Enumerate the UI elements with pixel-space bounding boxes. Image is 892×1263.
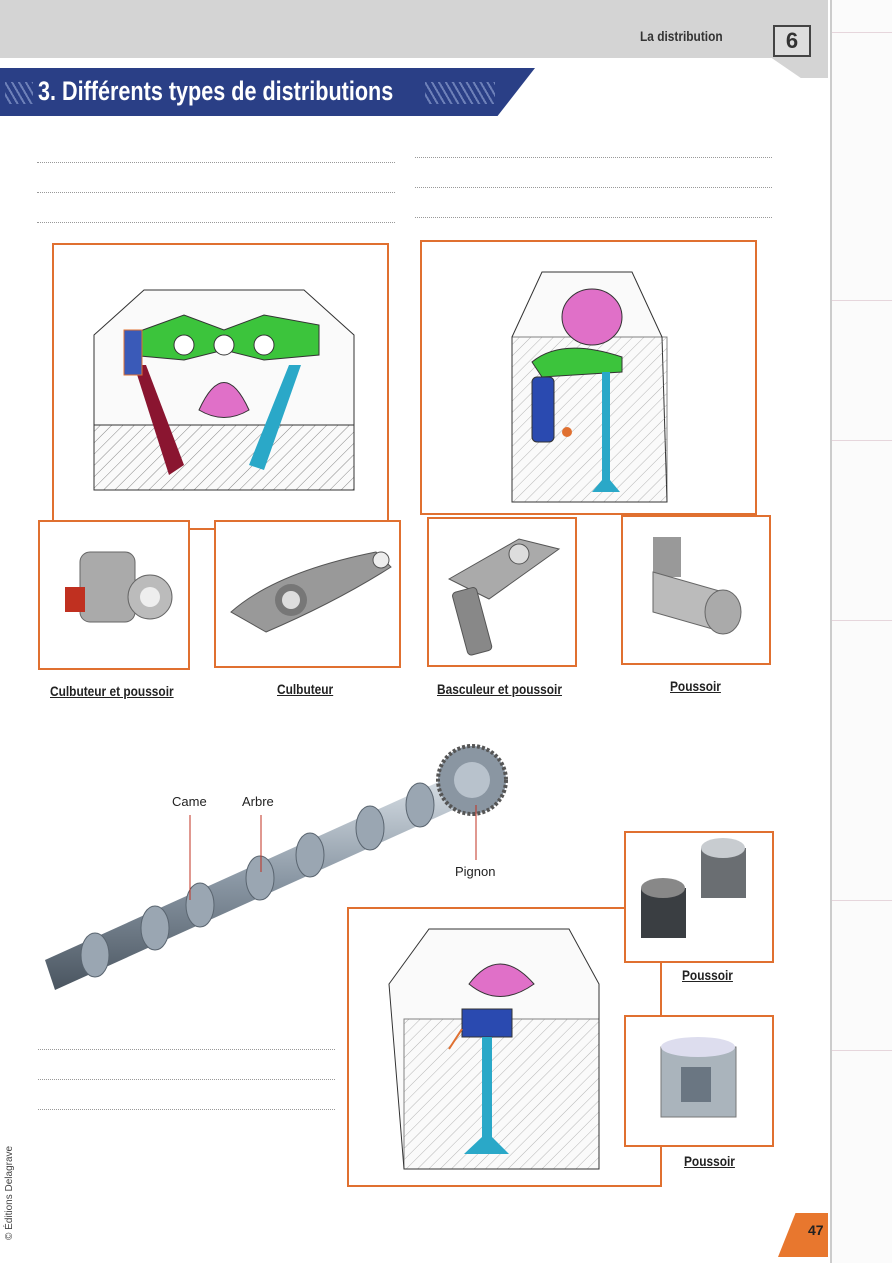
camshaft-photo bbox=[45, 744, 508, 990]
finger-follower-photo bbox=[447, 538, 561, 656]
answer-line[interactable] bbox=[37, 192, 395, 193]
direct-attack-illustration bbox=[388, 928, 600, 1170]
tappet-cutaway-photo bbox=[660, 1037, 737, 1118]
finger-follower-illustration bbox=[511, 271, 668, 503]
photo-finger-follower bbox=[427, 517, 577, 667]
answer-line[interactable] bbox=[38, 1109, 335, 1110]
answer-line[interactable] bbox=[415, 217, 772, 218]
caption-tappet-3: Poussoir bbox=[684, 1153, 735, 1169]
diagram-direct-attack bbox=[347, 907, 662, 1187]
bucket-tappet-photo bbox=[652, 537, 742, 635]
photo-tappet-buckets bbox=[624, 831, 774, 963]
banner-hatch bbox=[5, 82, 33, 104]
caption-tappet-2: Poussoir bbox=[682, 967, 733, 983]
answer-line[interactable] bbox=[37, 162, 395, 163]
tappet-buckets-photo bbox=[641, 838, 746, 938]
rocker-cylinder-head-illustration bbox=[93, 289, 355, 491]
answer-line[interactable] bbox=[415, 157, 772, 158]
caption-tappet: Poussoir bbox=[670, 678, 721, 694]
page-margin bbox=[830, 0, 892, 1263]
caption-finger-follower: Basculeur et poussoir bbox=[437, 681, 562, 697]
diagram-finger-follower bbox=[420, 240, 757, 515]
answer-line[interactable] bbox=[38, 1079, 335, 1080]
copyright: © Éditions Delagrave bbox=[4, 1145, 15, 1240]
caption-rocker: Culbuteur bbox=[277, 681, 334, 697]
label-shaft: Arbre bbox=[242, 794, 274, 809]
section-title: 3. Différents types de distributions bbox=[38, 76, 394, 106]
header-band bbox=[0, 0, 828, 58]
answer-line[interactable] bbox=[415, 187, 772, 188]
answer-line[interactable] bbox=[38, 1049, 335, 1050]
label-gear: Pignon bbox=[455, 864, 496, 879]
photo-rocker-tappet bbox=[38, 520, 190, 670]
banner-hatch bbox=[425, 82, 495, 104]
label-cam: Came bbox=[172, 794, 207, 809]
rocker-photo bbox=[230, 551, 392, 633]
photo-bucket-tappet bbox=[621, 515, 771, 665]
rocker-tappet-photo bbox=[65, 551, 173, 623]
chapter-number: 6 bbox=[773, 25, 811, 57]
diagram-rocker-arm bbox=[52, 243, 389, 530]
connector-line bbox=[660, 963, 662, 1018]
photo-rocker bbox=[214, 520, 401, 668]
photo-tappet-cutaway bbox=[624, 1015, 774, 1147]
caption-rocker-tappet: Culbuteur et poussoir bbox=[50, 683, 174, 699]
page-number: 47 bbox=[808, 1222, 824, 1238]
answer-line[interactable] bbox=[37, 222, 395, 223]
chapter-title: La distribution bbox=[640, 28, 723, 44]
